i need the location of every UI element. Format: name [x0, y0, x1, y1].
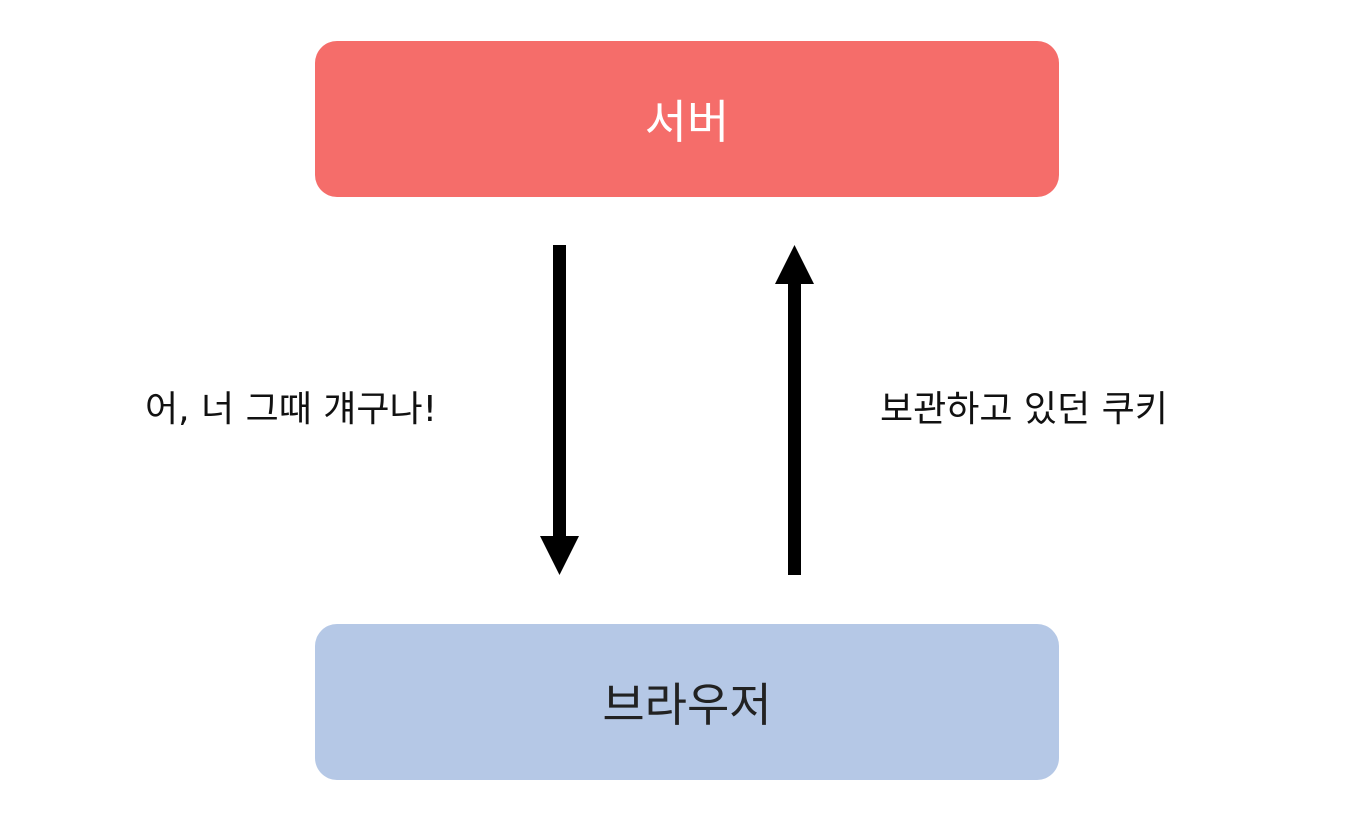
- arrow-browser-to-server: [775, 245, 814, 575]
- server-label: 서버: [644, 95, 730, 149]
- arrow-server-to-browser: [540, 245, 579, 575]
- server-to-browser-label: 어, 너 그때 걔구나!: [145, 389, 438, 430]
- arrow-down-head: [540, 536, 579, 575]
- arrow-up-shaft: [788, 280, 801, 575]
- browser-node: 브라우저: [315, 624, 1059, 780]
- server-node: 서버: [315, 41, 1059, 197]
- browser-to-server-label: 보관하고 있던 쿠키: [880, 389, 1168, 430]
- browser-label: 브라우저: [602, 678, 772, 732]
- arrow-up-head: [775, 245, 814, 284]
- arrow-down-shaft: [553, 245, 566, 540]
